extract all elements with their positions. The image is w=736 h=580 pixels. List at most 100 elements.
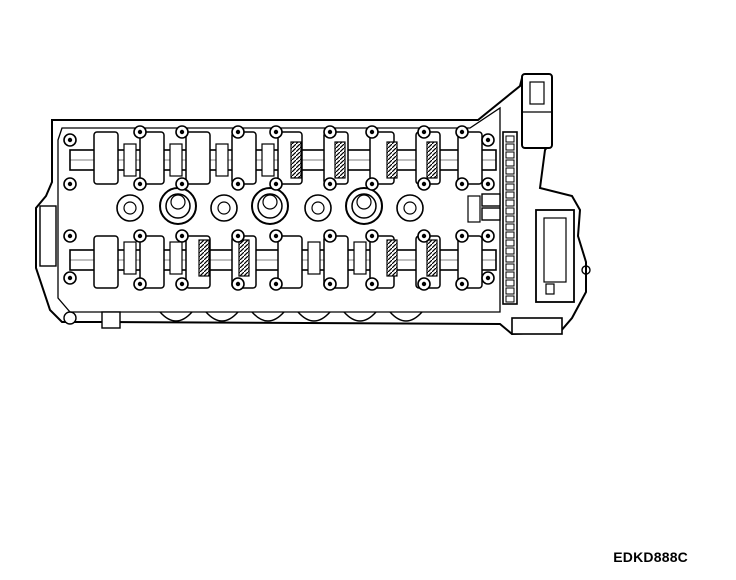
bolt-center	[235, 129, 241, 135]
edge-scallop	[297, 311, 331, 322]
cam-lobe	[215, 143, 229, 177]
bolt-center	[485, 181, 491, 187]
chain-guide-blocks	[467, 193, 501, 223]
chain-link	[505, 207, 515, 215]
cam-lobe	[290, 141, 302, 179]
bolt-center	[179, 233, 185, 239]
bearing-cap	[139, 131, 165, 185]
cam-lobes	[123, 141, 438, 277]
chain-link	[505, 239, 515, 247]
bearing-cap	[93, 235, 119, 289]
plug-well-bore	[262, 194, 278, 210]
upper-bearing-caps	[93, 131, 483, 185]
chain-link	[505, 183, 515, 191]
bearing-cap	[457, 235, 483, 289]
cam-lobe	[386, 239, 398, 277]
edge-scallop	[159, 311, 193, 322]
bolt-center	[137, 181, 143, 187]
bolt-center	[179, 129, 185, 135]
chain-link	[505, 159, 515, 167]
cam-lobe	[238, 239, 250, 277]
bolt-center	[273, 233, 279, 239]
chain-link	[505, 255, 515, 263]
bearing-cap	[231, 131, 257, 185]
cam-lobe	[426, 141, 438, 179]
bolt-center	[67, 233, 73, 239]
bolt-center	[235, 181, 241, 187]
bolt-center	[179, 181, 185, 187]
cam-lobe	[123, 143, 137, 177]
bolt-center	[67, 275, 73, 281]
bolt-center	[459, 281, 465, 287]
cam-lobe	[353, 241, 367, 275]
bolt-center	[459, 181, 465, 187]
timing-chain	[502, 131, 518, 305]
chain-link	[505, 295, 515, 303]
bolt-center	[421, 281, 427, 287]
bearing-cap	[93, 131, 119, 185]
chain-link	[505, 287, 515, 295]
bolt-center	[459, 233, 465, 239]
bolt-center	[421, 129, 427, 135]
boss-hole	[403, 201, 417, 215]
boss-hole	[311, 201, 325, 215]
bolt-center	[369, 181, 375, 187]
bolt-center	[327, 129, 333, 135]
boss-hole	[217, 201, 231, 215]
bolt-center	[421, 233, 427, 239]
chain-link	[505, 135, 515, 143]
chain-link	[505, 199, 515, 207]
chain-link	[505, 231, 515, 239]
plug-well-bore	[356, 194, 372, 210]
chain-link	[505, 263, 515, 271]
bolt-center	[369, 233, 375, 239]
left-end-detail	[39, 205, 121, 329]
cam-sensor-housing	[521, 73, 553, 149]
bolt-center	[67, 181, 73, 187]
chain-link	[505, 167, 515, 175]
chain-link	[505, 271, 515, 279]
figure-code: EDKD888C	[613, 549, 688, 565]
chain-link	[505, 151, 515, 159]
bolt-center	[485, 275, 491, 281]
cam-lobe	[426, 239, 438, 277]
chain-link	[505, 215, 515, 223]
bearing-cap	[277, 235, 303, 289]
bolt-center	[137, 233, 143, 239]
inner-rail	[57, 106, 501, 313]
bolt-center	[137, 129, 143, 135]
plug-well-bore	[170, 194, 186, 210]
chain-link	[505, 223, 515, 231]
spark-plug-wells	[116, 187, 424, 225]
bolt-center	[369, 129, 375, 135]
chain-link	[505, 191, 515, 199]
bolt-center	[67, 137, 73, 143]
bolt-center	[235, 233, 241, 239]
bolt-center	[235, 281, 241, 287]
cam-lobe	[169, 241, 183, 275]
chain-link	[505, 175, 515, 183]
bolt-center	[273, 181, 279, 187]
bolt-center	[273, 281, 279, 287]
edge-scallop	[251, 311, 285, 322]
bolt-center	[179, 281, 185, 287]
bolt-center	[327, 281, 333, 287]
cam-lobe	[169, 143, 183, 177]
bolt-center	[273, 129, 279, 135]
chain-link	[505, 143, 515, 151]
bearing-cap	[185, 131, 211, 185]
bolt-center	[421, 181, 427, 187]
chain-link	[505, 247, 515, 255]
cam-lobe	[386, 141, 398, 179]
bolt-center	[327, 181, 333, 187]
bolt-center	[485, 233, 491, 239]
edge-scallop	[205, 311, 239, 322]
cam-lobe	[334, 141, 346, 179]
cam-lobe	[123, 241, 137, 275]
chain-link	[505, 279, 515, 287]
bolt-center	[369, 281, 375, 287]
edge-scallop	[389, 311, 423, 322]
cap-bolts	[63, 125, 495, 291]
boss-hole	[123, 201, 137, 215]
